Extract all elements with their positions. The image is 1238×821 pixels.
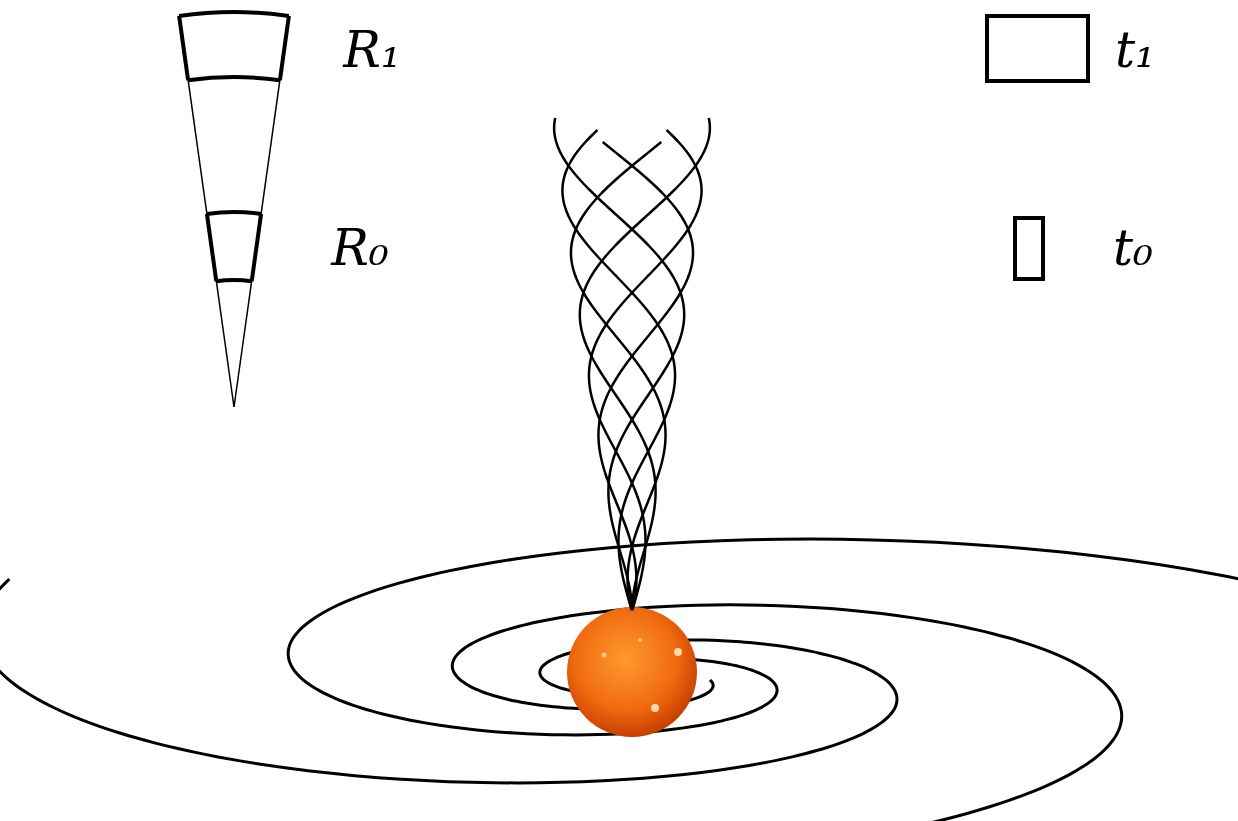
jet-field-lines [554,118,710,610]
symbol-label: t₁ [1115,25,1155,75]
field-line [589,130,702,610]
field-line [571,142,666,610]
spiral-arm [452,605,1121,821]
star [567,607,697,737]
field-line [554,118,684,610]
accretion-disk [0,539,1238,821]
field-line [562,130,675,610]
time-boxes [987,16,1088,279]
cone-symbol [179,12,289,407]
spiral-arm [0,579,897,783]
spiral-arm [288,539,1238,735]
field-line [580,118,710,610]
symbol-label: t₀ [1113,223,1153,273]
symbol-label: R₀ [331,223,389,273]
symbol-label: R₁ [343,25,401,75]
